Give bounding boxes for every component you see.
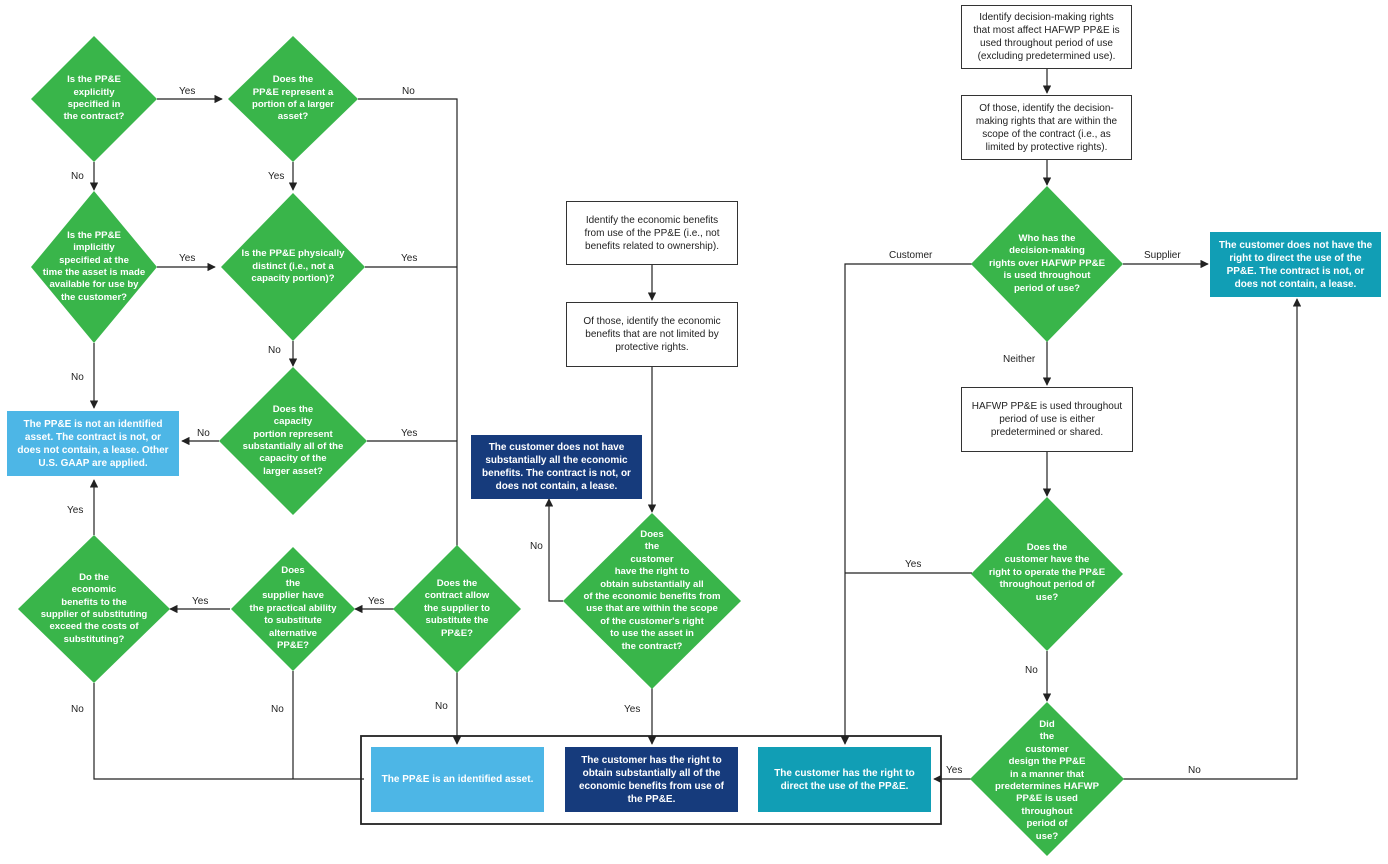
edge-label-no: No [268,345,281,356]
edge-label-supplier: Supplier [1144,250,1181,261]
edge-label-yes: Yes [624,704,641,715]
edge-label-yes: Yes [401,253,418,264]
edge-label-no: No [71,372,84,383]
edge-label-yes: Yes [179,86,196,97]
decision-text: Did the customer design the PP&E in a ma… [995,718,1099,842]
outcomes-container [360,735,942,825]
step-identify-decision-rights: Identify decision-making rights that mos… [961,5,1132,69]
decision-text: Is the PP&E physically distinct (i.e., n… [241,248,345,285]
edge-label-no: No [1025,665,1038,676]
step-benefits-not-limited: Of those, identify the economic benefits… [566,302,738,367]
decision-diamond [971,497,1123,651]
decision-text: Does the customer have the right to oper… [988,541,1106,603]
outcome-no-right-to-direct: The customer does not have the right to … [1210,232,1381,297]
edge-label-yes: Yes [179,253,196,264]
decision-diamond [18,535,170,683]
edge-label-no: No [402,86,415,97]
edge-label-no: No [71,171,84,182]
edge-label-yes: Yes [946,765,963,776]
decision-text: Is the PP&E explicitly specified in the … [63,74,125,123]
decision-text: Does the contract allow the supplier to … [423,577,491,639]
decision-diamond [231,547,355,671]
decision-text: Is the PP&E implicitly specified at the … [42,229,146,303]
edge-label-no: No [435,701,448,712]
decision-text: Who has the decision-making rights over … [988,232,1106,294]
connector [1123,298,1302,780]
decision-diamond [31,191,157,343]
edge-label-no: No [271,704,284,715]
decision-text: Does the supplier have the practical abi… [249,565,337,652]
connector [840,263,972,745]
decision-diamond [971,186,1123,342]
decision-diamond [228,36,358,162]
decision-diamond [970,702,1124,856]
edge-label-no: No [197,428,210,439]
step-rights-within-scope: Of those, identify the decision-making r… [961,95,1132,160]
decision-text: Do the economic benefits to the supplier… [40,571,148,645]
outcome-has-right-to-direct: The customer has the right to direct the… [758,747,931,812]
step-predetermined-or-shared: HAFWP PP&E is used throughout period of … [961,387,1133,452]
connector [93,683,364,780]
decision-diamond [393,545,521,673]
outcome-not-identified-asset: The PP&E is not an identified asset. The… [7,411,179,476]
outcome-identified-asset: The PP&E is an identified asset. [371,747,544,812]
edge-label-yes: Yes [67,505,84,516]
edge-label-customer: Customer [889,250,933,261]
edge-label-no: No [1188,765,1201,776]
decision-diamond [31,36,157,162]
edge-label-yes: Yes [268,171,285,182]
edge-label-yes: Yes [192,596,209,607]
step-identify-economic-benefits: Identify the economic benefits from use … [566,201,738,265]
edge-label-no: No [71,704,84,715]
decision-text: Does the capacity portion represent subs… [242,403,344,477]
decision-text: Does the PP&E represent a portion of a l… [251,74,335,123]
decision-diamond [563,513,741,689]
edge-label-neither: Neither [1003,354,1036,365]
edge-label-yes: Yes [401,428,418,439]
decision-diamond [219,367,367,515]
decision-diamond [221,193,365,341]
connector [358,98,462,745]
diamond-shapes [18,36,1124,856]
edge-label-no: No [530,541,543,552]
edge-label-yes: Yes [368,596,385,607]
outcome-has-economic-benefits: The customer has the right to obtain sub… [565,747,738,812]
decision-text: Does the customer have the right to obta… [583,528,721,652]
outcome-no-economic-benefits: The customer does not have substantially… [471,435,642,499]
edge-label-yes: Yes [905,559,922,570]
connector [544,498,563,602]
